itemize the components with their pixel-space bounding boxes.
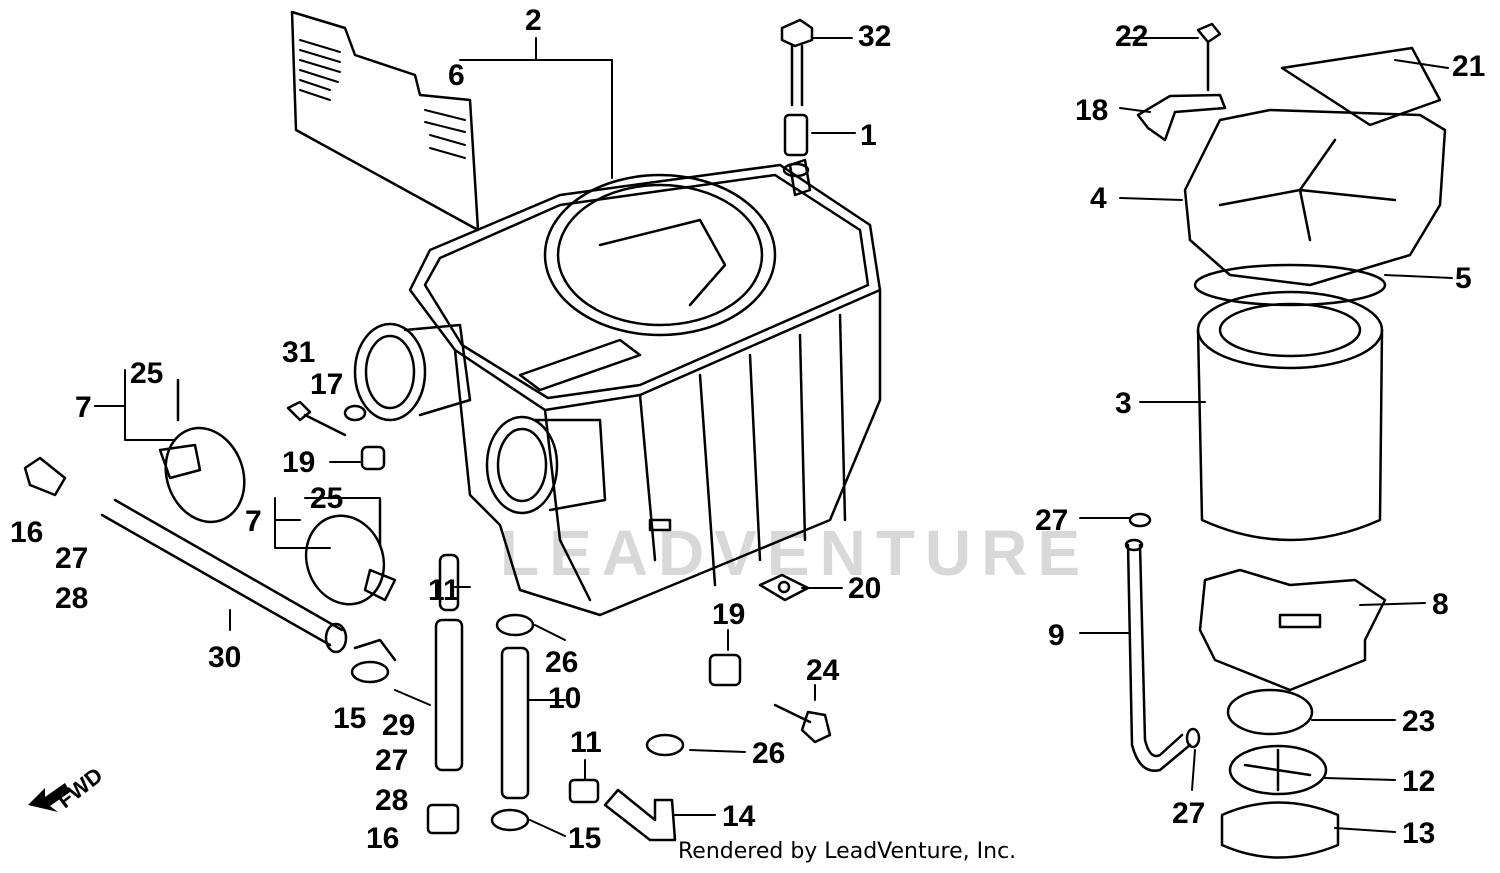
callout-2: 2 — [525, 4, 542, 37]
callout-23: 23 — [1402, 705, 1435, 738]
part-3-element — [1196, 290, 1384, 542]
callout-28: 28 — [55, 582, 88, 615]
part-7-clamp-lower — [304, 498, 397, 606]
callout-22: 22 — [1115, 20, 1148, 53]
part-11-drain-plug-upper — [438, 553, 460, 612]
leader-lines — [94, 37, 1453, 837]
part-15-clip-left — [350, 638, 397, 684]
part-30-tube — [100, 498, 348, 654]
part-29-drain-tube — [434, 618, 464, 772]
part-21-label — [1280, 46, 1442, 127]
callout-1: 1 — [860, 119, 877, 152]
part-26-clip-upper — [495, 613, 535, 637]
callout-26: 26 — [545, 646, 578, 679]
callout-27: 27 — [1172, 797, 1205, 830]
part-26-clip-lower — [645, 733, 685, 757]
callout-16: 16 — [10, 516, 43, 549]
part-7-clamp-upper — [158, 378, 246, 524]
part-12-cap — [1228, 744, 1328, 796]
part-5-seal — [1193, 263, 1387, 307]
part-6-label-sheet — [290, 10, 480, 232]
part-32-bolt — [780, 18, 814, 107]
part-16-fitting-bottom — [426, 803, 460, 835]
callout-29: 29 — [382, 709, 415, 742]
credit-text: Rendered by LeadVenture, Inc. — [678, 839, 1016, 864]
callout-10: 10 — [548, 682, 581, 715]
callout-27: 27 — [1035, 504, 1068, 537]
part-17-washer — [343, 404, 367, 422]
callout-24: 24 — [806, 654, 840, 687]
part-19-cap-upper — [360, 445, 386, 471]
part-9-tube — [1124, 538, 1192, 772]
watermark: LEADVENTURE — [500, 517, 1090, 589]
callout-16: 16 — [366, 822, 399, 855]
part-22-bolt — [1196, 22, 1222, 92]
callout-7: 7 — [245, 505, 262, 538]
forward-arrow: FWD — [28, 763, 107, 814]
part-10-drain-tube — [500, 646, 530, 800]
callout-30: 30 — [208, 641, 241, 674]
part-16-fitting-left — [23, 456, 67, 497]
callout-26: 26 — [752, 737, 785, 770]
callout-28: 28 — [375, 784, 408, 817]
part-13-cap — [1220, 801, 1340, 859]
callout-11: 11 — [570, 726, 602, 759]
part-4-cover — [1183, 108, 1447, 287]
callout-15: 15 — [568, 822, 601, 855]
callout-13: 13 — [1402, 817, 1435, 850]
callout-31: 31 — [282, 336, 315, 369]
arrow-icon — [28, 783, 70, 812]
callout-9: 9 — [1048, 619, 1065, 652]
callout-17: 17 — [310, 368, 343, 401]
forward-label: FWD — [52, 763, 107, 814]
callout-21: 21 — [1452, 50, 1485, 83]
callout-25: 25 — [310, 482, 343, 515]
callout-25: 25 — [130, 357, 163, 390]
callout-12: 12 — [1402, 765, 1435, 798]
callout-19: 19 — [712, 598, 745, 631]
callout-5: 5 — [1455, 262, 1472, 295]
callout-11: 11 — [428, 574, 460, 607]
callout-numbers: 1234567789101111121314151516161718191920… — [10, 4, 1485, 855]
callout-32: 32 — [858, 20, 891, 53]
part-27-clip-right-upper — [1128, 512, 1152, 528]
callout-19: 19 — [282, 446, 315, 479]
part-18-bracket — [1136, 93, 1227, 142]
callout-18: 18 — [1075, 94, 1108, 127]
part-23-seal — [1226, 688, 1314, 736]
part-1-collar — [782, 113, 810, 178]
callout-20: 20 — [848, 572, 881, 605]
part-27-clip-right-lower — [1185, 727, 1201, 749]
callout-27: 27 — [375, 744, 408, 777]
part-15-clip-bottom — [490, 808, 530, 832]
part-24-bolt — [773, 703, 832, 744]
callout-14: 14 — [722, 800, 756, 833]
part-31-bolt — [286, 400, 347, 437]
part-14-elbow-tube — [603, 788, 677, 842]
callout-7: 7 — [75, 391, 92, 424]
part-8-holder — [1198, 568, 1387, 692]
part-2-air-cleaner-case — [353, 158, 882, 617]
part-11-drain-plug-lower — [568, 778, 600, 804]
callout-8: 8 — [1432, 588, 1449, 621]
callout-4: 4 — [1090, 182, 1107, 215]
callout-15: 15 — [333, 702, 366, 735]
callout-27: 27 — [55, 542, 88, 575]
callout-3: 3 — [1115, 387, 1132, 420]
part-19-cap-lower — [708, 653, 742, 687]
callout-6: 6 — [448, 59, 465, 92]
